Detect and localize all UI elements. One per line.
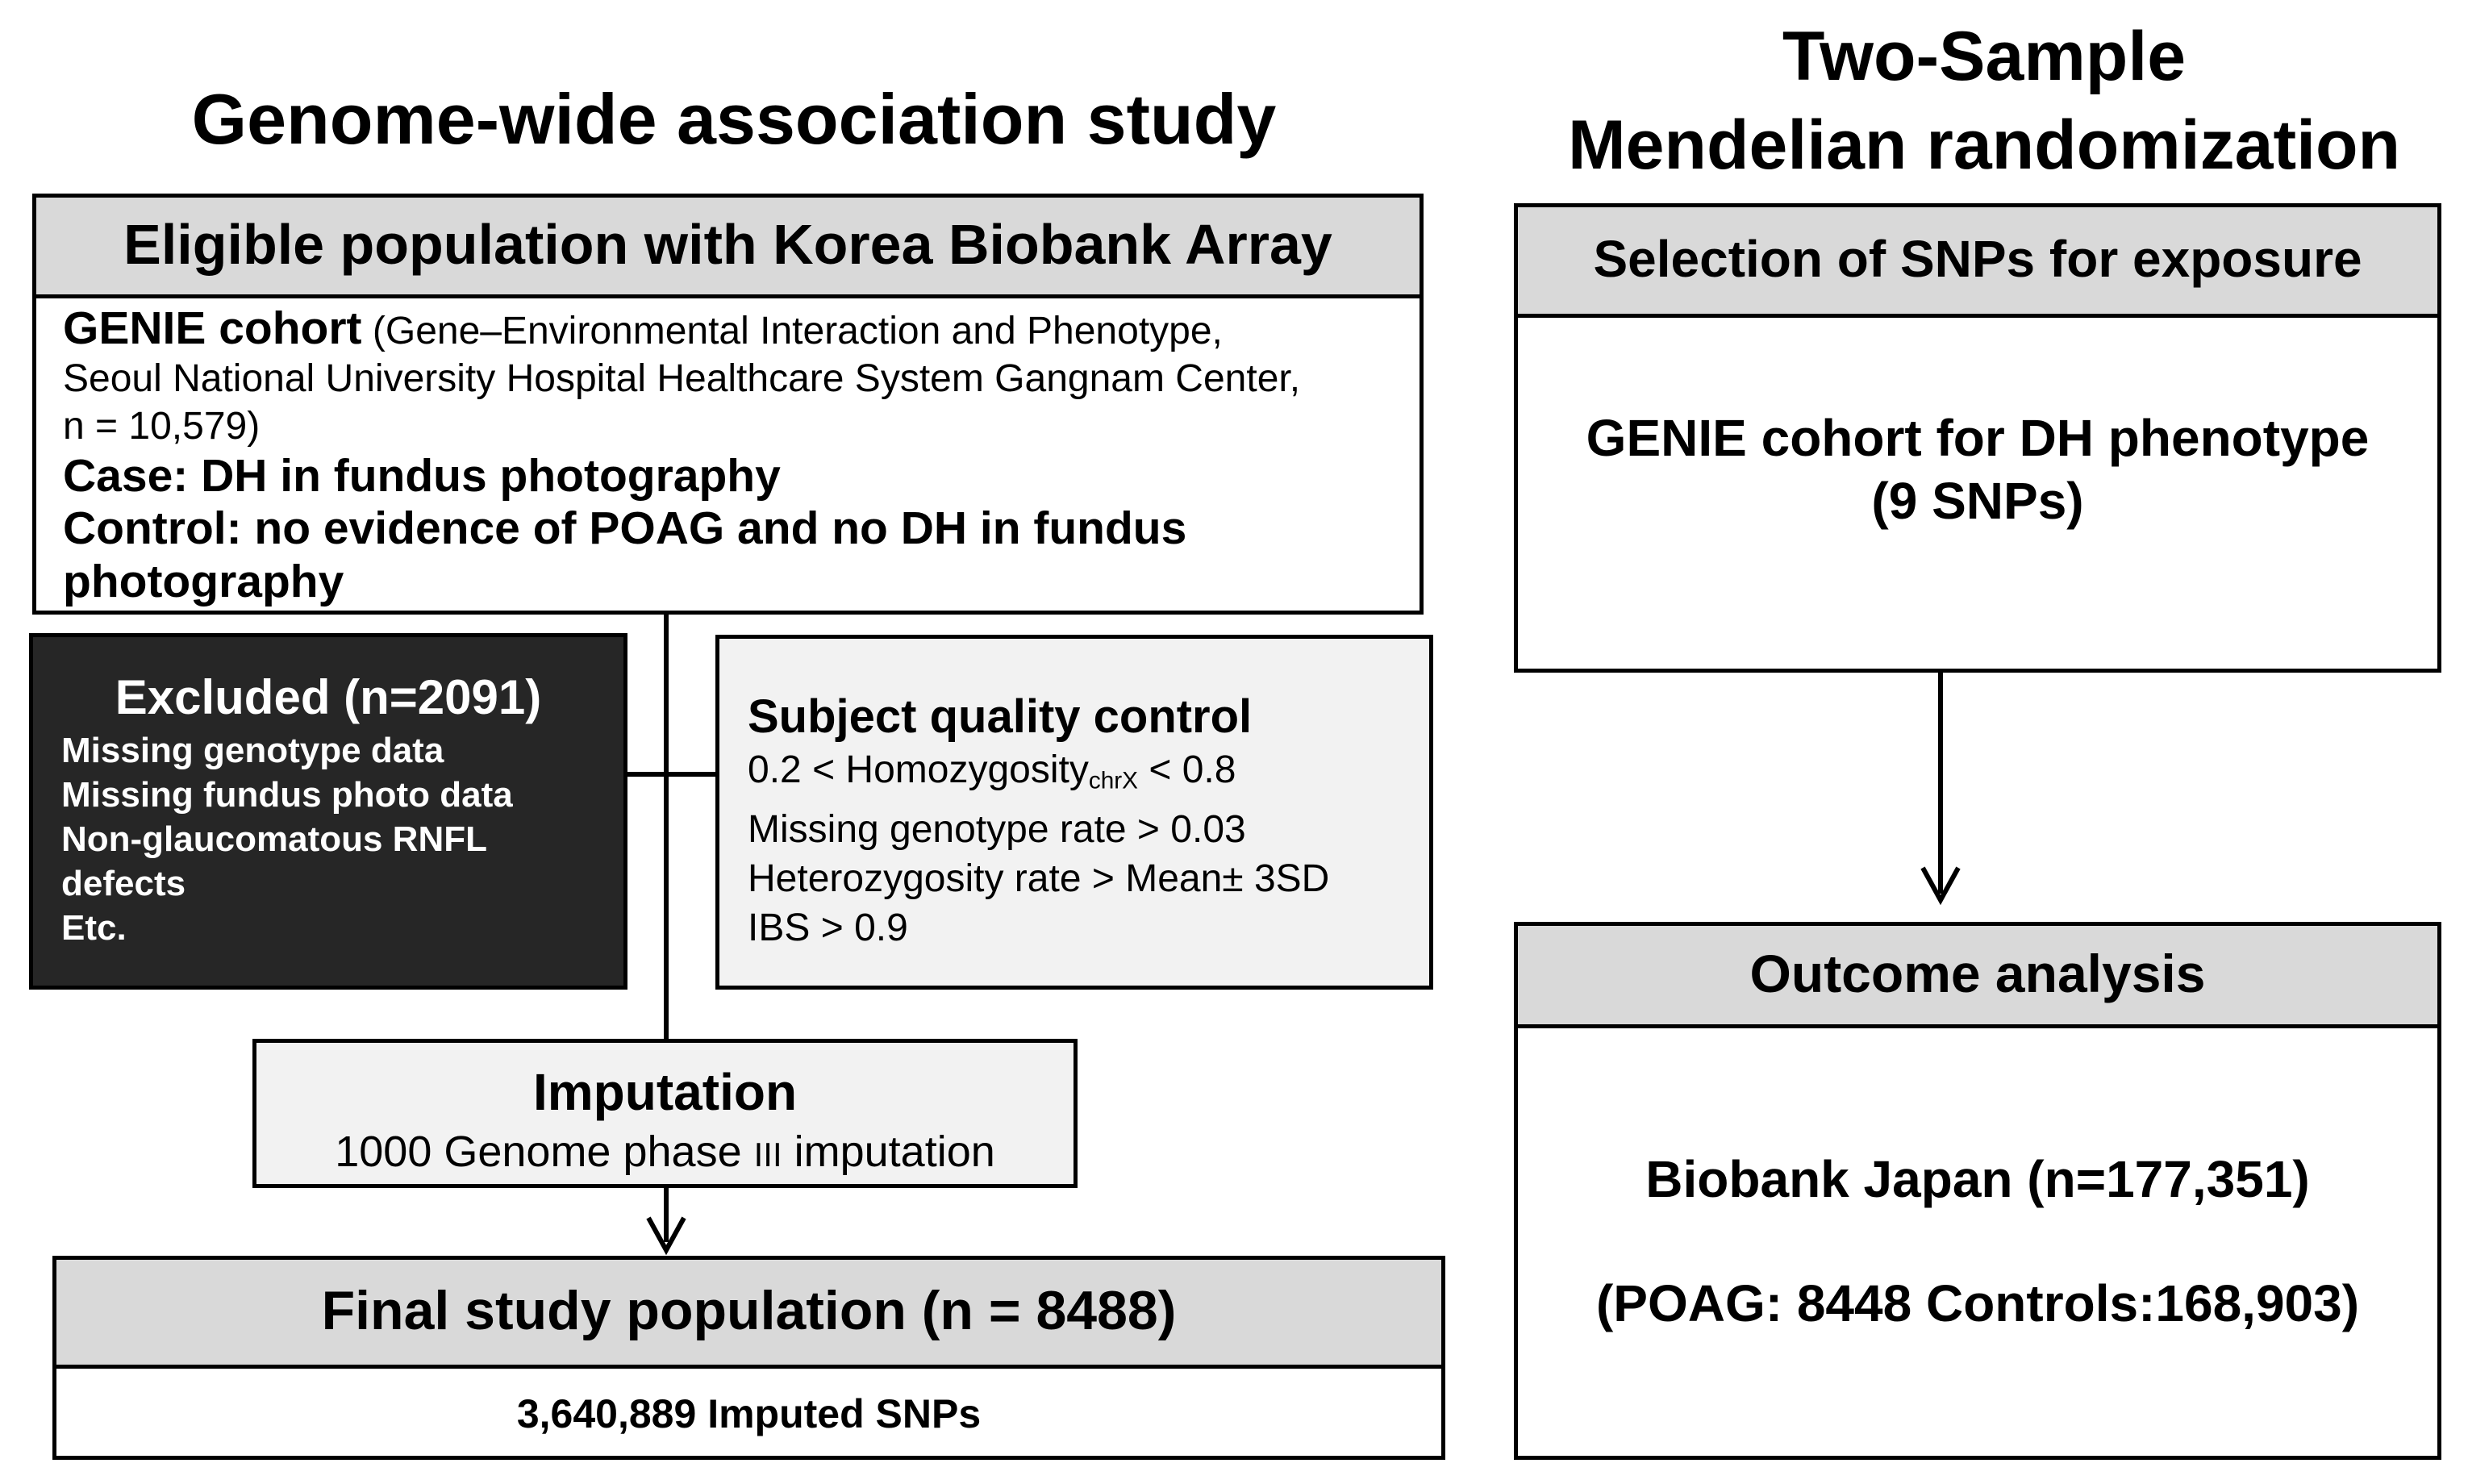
excluded-item: Etc. (61, 908, 127, 948)
eligible-population-header: Eligible population with Korea Biobank A… (36, 198, 1420, 298)
imputation-detail: 1000 Genome phase III imputation (335, 1128, 995, 1176)
cohort-desc-line1: (Gene–Environmental Interaction and Phen… (361, 310, 1223, 352)
case-definition: Case: DH in fundus photography (63, 450, 781, 502)
mr-title: Two-Sample Mendelian randomization (1500, 12, 2468, 190)
arrowhead-down-icon (646, 1216, 686, 1256)
imputation-box: Imputation 1000 Genome phase III imputat… (252, 1039, 1078, 1188)
cohort-description: GENIE cohort (Gene–Environmental Interac… (63, 305, 1420, 355)
exposure-snp-count: (9 SNPs) (1871, 472, 2084, 530)
imputed-snps: 3,640,889 Imputed SNPs (516, 1391, 982, 1436)
outcome-header: Outcome analysis (1518, 926, 2437, 1028)
mr-title-line1: Two-Sample (1782, 18, 2187, 95)
flow-line-to-final (664, 1186, 669, 1242)
mr-title-line2: Mendelian randomization (1567, 106, 2401, 184)
final-population-box: Final study population (n = 8488) 3,640,… (52, 1256, 1445, 1460)
qc-ibs: IBS > 0.9 (748, 907, 908, 950)
outcome-biobank: Biobank Japan (n=177,351) (1645, 1150, 2310, 1208)
mr-flow-line (1938, 671, 1943, 894)
qc-homozygosity: 0.2 < HomozygositychrX < 0.8 (748, 748, 1236, 794)
outcome-case-control: (POAG: 8448 Controls:168,903) (1595, 1274, 2360, 1332)
cohort-name: GENIE cohort (63, 302, 362, 354)
excluded-item: Non-glaucomatous RNFL (61, 819, 487, 859)
quality-control-box: Subject quality control 0.2 < Homozygosi… (715, 635, 1433, 990)
quality-control-title: Subject quality control (748, 690, 1253, 743)
gwas-title: Genome-wide association study (191, 79, 1277, 159)
excluded-item: Missing genotype data (61, 731, 444, 770)
final-population-header: Final study population (n = 8488) (56, 1260, 1441, 1369)
excluded-item: defects (61, 864, 186, 903)
exposure-source: GENIE cohort for DH phenotype (1586, 409, 2370, 467)
excluded-box: Excluded (n=2091) Missing genotype data … (29, 633, 627, 990)
cohort-desc-line3: n = 10,579) (63, 405, 261, 448)
mr-arrowhead-down-icon (1920, 866, 1961, 906)
flow-line-vertical (664, 613, 669, 1042)
imputation-title: Imputation (532, 1063, 798, 1121)
selection-box: Selection of SNPs for exposure GENIE coh… (1514, 203, 2441, 673)
flow-line-horizontal (625, 772, 718, 777)
selection-header: Selection of SNPs for exposure (1518, 207, 2437, 318)
outcome-box: Outcome analysis Biobank Japan (n=177,35… (1514, 922, 2441, 1460)
control-definition-line1: Control: no evidence of POAG and no DH i… (63, 502, 1187, 554)
excluded-item: Missing fundus photo data (61, 775, 513, 815)
excluded-title: Excluded (n=2091) (115, 670, 542, 724)
qc-missing-rate: Missing genotype rate > 0.03 (748, 808, 1246, 852)
qc-heterozygosity: Heterozygosity rate > Mean± 3SD (748, 857, 1330, 901)
control-definition-line2: photography (63, 556, 344, 607)
cohort-desc-line2: Seoul National University Hospital Healt… (63, 357, 1301, 400)
eligible-population-box: Eligible population with Korea Biobank A… (32, 194, 1424, 615)
